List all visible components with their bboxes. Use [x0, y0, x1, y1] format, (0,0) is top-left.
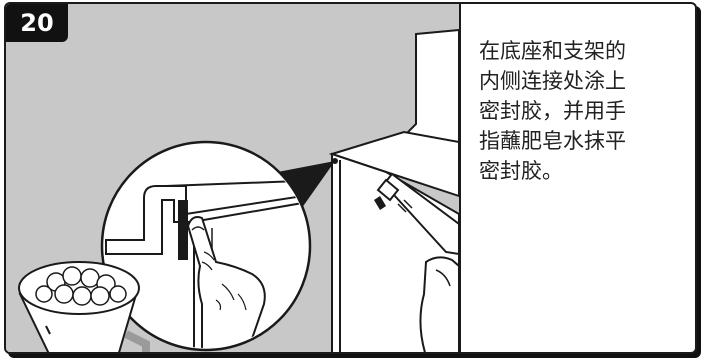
instruction-text: 在底座和支架的 内侧连接处涂上 密封胶，并用手 指蘸肥皂水抹平 密封胶。 [479, 36, 684, 186]
instruction-line: 密封胶，并用手 [479, 99, 626, 123]
instruction-line: 指蘸肥皂水抹平 [479, 129, 626, 153]
finger-icon [186, 216, 266, 348]
panel-divider [459, 4, 461, 352]
illustration-panel: 20 [6, 4, 459, 352]
instruction-card: 20 在底座和支架的 内侧连接处涂上 密封胶，并用手 指蘸肥皂水抹平 密封胶。 [4, 2, 697, 354]
step-number-badge: 20 [6, 4, 68, 42]
sealant-gun-icon [374, 172, 459, 352]
instruction-line: 在底座和支架的 [479, 39, 626, 63]
soap-bucket-icon [18, 261, 150, 352]
assembly-illustration [18, 28, 459, 352]
instruction-line: 密封胶。 [479, 159, 563, 183]
detail-zoom-circle [100, 140, 312, 352]
instruction-line: 内侧连接处涂上 [479, 69, 626, 93]
